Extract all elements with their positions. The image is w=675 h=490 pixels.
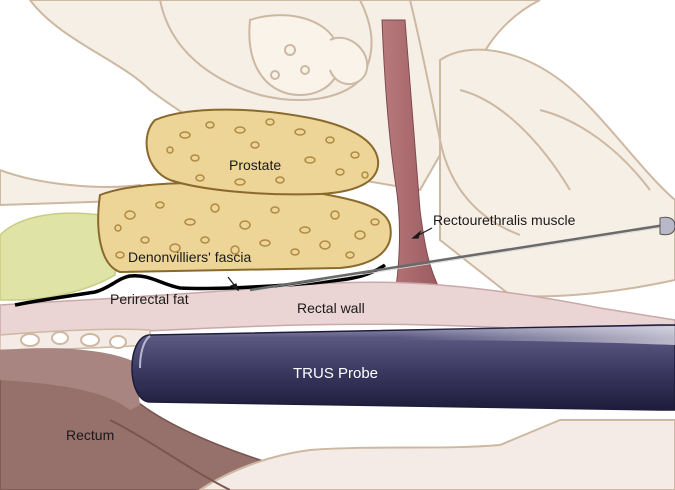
label-prostate: Prostate (229, 158, 281, 172)
label-denonvilliers-fascia: Denonvilliers' fascia (128, 250, 251, 264)
label-rectourethralis-muscle: Rectourethralis muscle (433, 213, 575, 227)
label-perirectal-fat: Perirectal fat (110, 292, 189, 306)
label-rectum: Rectum (66, 428, 114, 442)
trus-probe (132, 325, 675, 410)
label-trus-probe: TRUS Probe (293, 366, 378, 381)
label-rectal-wall: Rectal wall (297, 301, 365, 315)
